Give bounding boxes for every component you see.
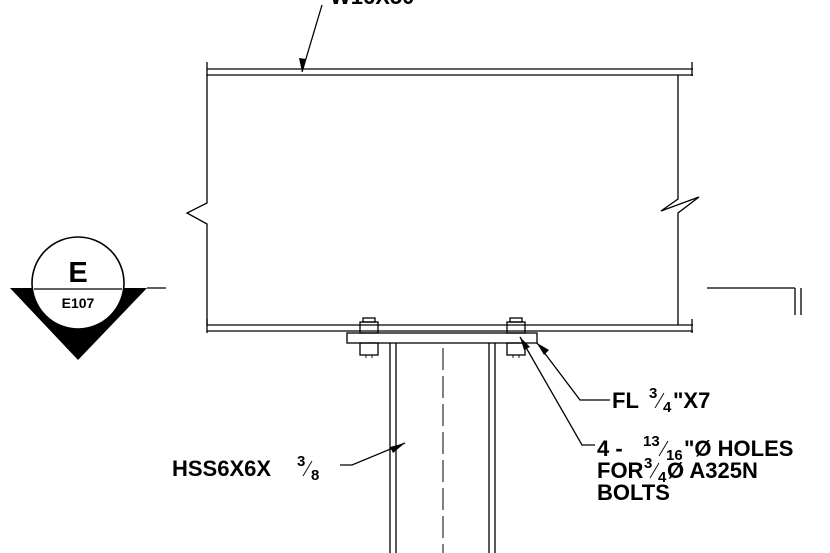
plate-frac-den: 4 (663, 399, 672, 416)
holes-leader (519, 336, 595, 446)
bolts-frac-den: 4 (658, 469, 667, 486)
bolts-label-line3: BOLTS (597, 480, 670, 505)
holes-frac-num: 13 (643, 433, 660, 450)
column-frac-num: 3 (297, 453, 305, 470)
column-frac-den: 8 (311, 467, 319, 484)
bolts-label: FOR 3 4 Ø A325N (597, 455, 758, 486)
column-label: HSS6X6X 3 8 (172, 453, 319, 484)
section-sheet-number: E107 (62, 295, 95, 311)
section-marker: E E107 (10, 236, 147, 360)
beam-leader (299, 4, 323, 73)
holes-label: 4 - 13 16 "Ø HOLES (597, 433, 793, 464)
svg-text:HSS6X6X: HSS6X6X (172, 456, 271, 481)
svg-text:FOR: FOR (597, 458, 644, 483)
column-leader (340, 442, 406, 466)
plate-frac-num: 3 (649, 385, 657, 402)
svg-text:"X7: "X7 (673, 388, 710, 413)
plate-leader (536, 342, 610, 401)
bolt-right (506, 317, 526, 358)
bolt-left (359, 317, 379, 358)
section-letter: E (68, 257, 87, 289)
cap-plate (346, 332, 538, 344)
svg-text:"Ø HOLES: "Ø HOLES (684, 436, 793, 461)
svg-text:Ø A325N: Ø A325N (667, 458, 758, 483)
svg-text:4 -: 4 - (597, 436, 623, 461)
steel-beam (185, 62, 700, 333)
beam-label: W16X50 (330, 0, 414, 9)
section-cut-line-right (707, 287, 802, 315)
hss-column (389, 343, 496, 553)
svg-text:FL: FL (612, 388, 639, 413)
bolts-frac-num: 3 (644, 455, 652, 472)
holes-frac-den: 16 (666, 447, 683, 464)
plate-label: FL 3 4 "X7 (612, 385, 710, 416)
